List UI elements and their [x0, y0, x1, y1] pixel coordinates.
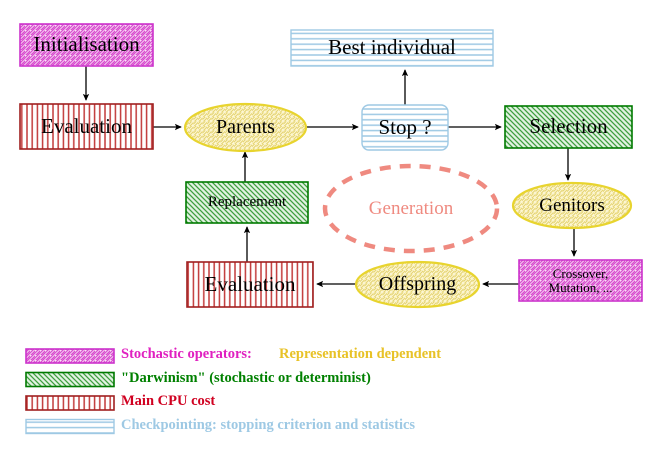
legend-label-main-cpu-cost-0: Main CPU cost: [121, 393, 216, 409]
legend-label-stochastic-operators-1: Representation dependent: [279, 346, 442, 362]
legend-swatches-group: [25, 348, 115, 435]
legend-swatch-darwinism: [25, 371, 115, 388]
node-shape-evaluation-top[interactable]: [19, 103, 154, 150]
node-shape-initialisation[interactable]: [19, 23, 154, 67]
legend-swatch-checkpointing: [25, 418, 115, 435]
edges-group: [82, 66, 578, 288]
node-shape-replacement[interactable]: [185, 181, 309, 224]
legend-label-stochastic-operators-0: Stochastic operators:: [121, 346, 252, 362]
node-shape-selection[interactable]: [504, 105, 633, 149]
node-shape-generation[interactable]: [322, 163, 500, 254]
node-shape-genitors[interactable]: [511, 181, 633, 230]
node-shape-offspring[interactable]: [354, 260, 481, 309]
legend-label-darwinism-0: "Darwinism" (stochastic or determinist): [121, 369, 371, 386]
legend-swatch-stochastic-operators: [25, 348, 115, 364]
node-shape-stop[interactable]: [361, 104, 449, 151]
node-shape-evaluation-bottom[interactable]: [186, 261, 314, 308]
node-shape-parents[interactable]: [183, 102, 308, 153]
nodes-group: [19, 23, 643, 309]
legend-swatch-main-cpu-cost: [25, 395, 115, 411]
node-shape-crossover[interactable]: [518, 259, 643, 302]
legend-label-checkpointing-0: Checkpointing: stopping criterion and st…: [121, 416, 416, 433]
node-shape-best-individual[interactable]: [290, 29, 494, 67]
